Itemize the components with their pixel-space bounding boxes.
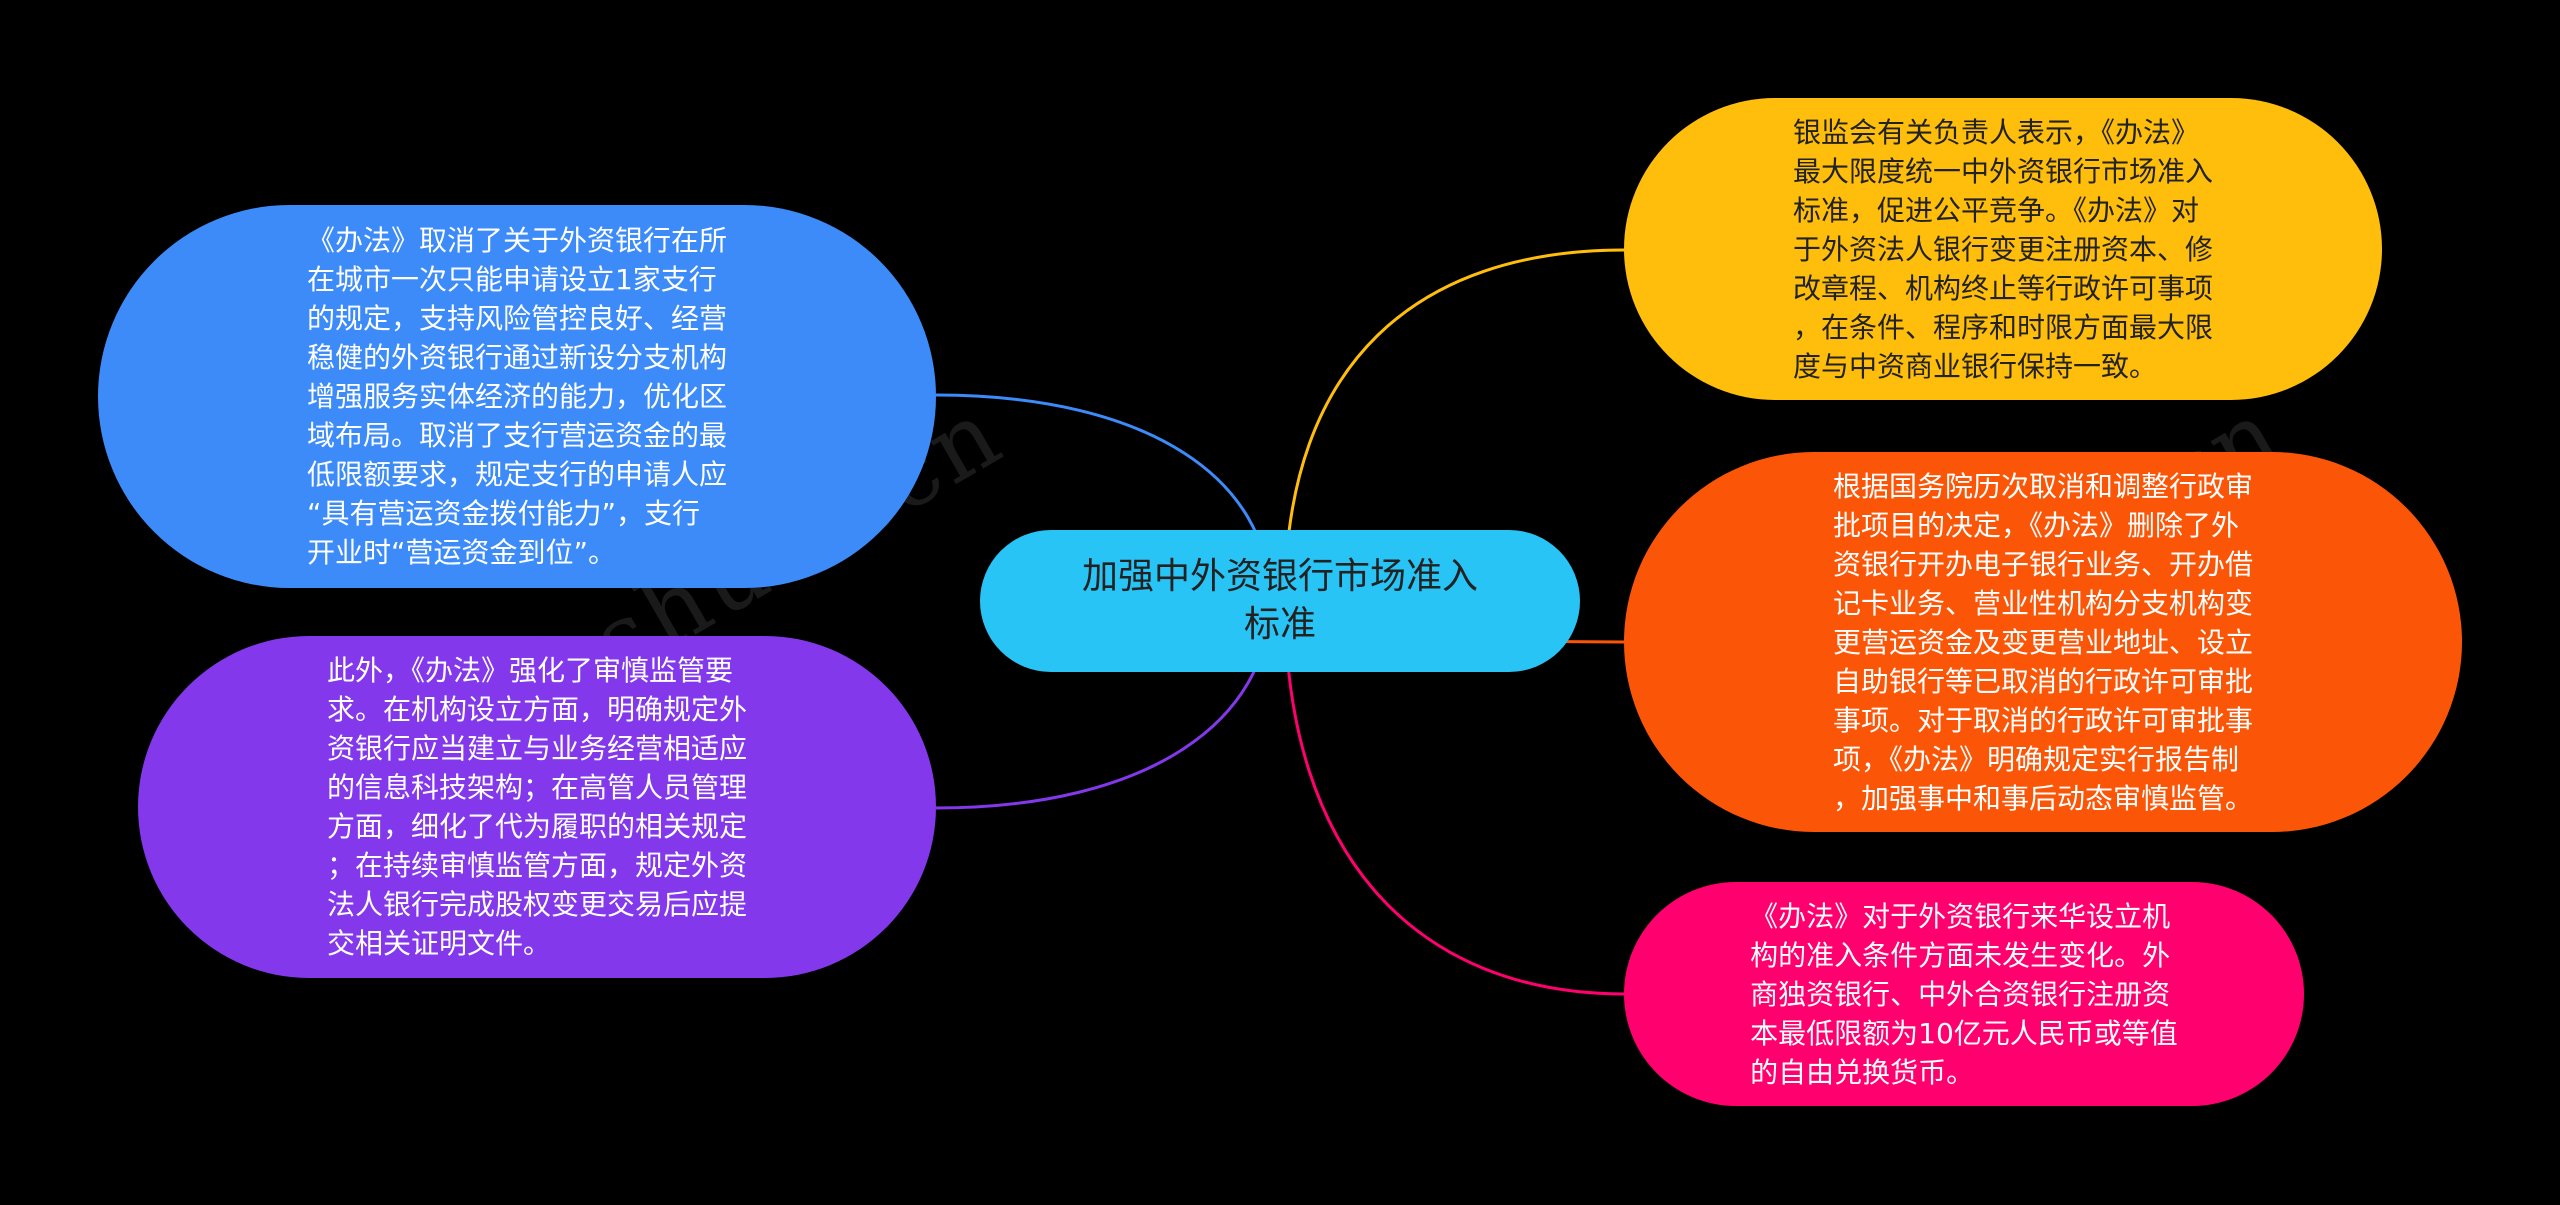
- central-topic-label: 加强中外资银行市场准入 标准: [1081, 556, 1478, 645]
- connector-yellow: [1283, 248, 1625, 601]
- branch-node-yellow[interactable]: 银监会有关负责人表示，《办法》 最大限度统一中外资银行市场准入 标准，促进公平竞…: [1624, 98, 2382, 400]
- branch-node-blue[interactable]: 《办法》取消了关于外资银行在所 在城市一次只能申请设立1家支行 的规定，支持风险…: [98, 205, 936, 588]
- branch-node-pink[interactable]: 《办法》对于外资银行来华设立机 构的准入条件方面未发生变化。外 商独资银行、中外…: [1624, 882, 2304, 1106]
- branch-node-purple[interactable]: 此外，《办法》强化了审慎监管要 求。在机构设立方面，明确规定外 资银行应当建立与…: [138, 636, 936, 978]
- branch-node-orange[interactable]: 根据国务院历次取消和调整行政审 批项目的决定，《办法》删除了外 资银行开办电子银…: [1624, 452, 2462, 832]
- branch-text-pink: 《办法》对于外资银行来华设立机 构的准入条件方面未发生变化。外 商独资银行、中外…: [1750, 899, 2178, 1089]
- branch-text-orange: 根据国务院历次取消和调整行政审 批项目的决定，《办法》删除了外 资银行开办电子银…: [1832, 469, 2253, 815]
- branch-text-yellow: 银监会有关负责人表示，《办法》 最大限度统一中外资银行市场准入 标准，促进公平竞…: [1792, 115, 2213, 383]
- connector-pink: [1283, 599, 1625, 996]
- branch-text-purple: 此外，《办法》强化了审慎监管要 求。在机构设立方面，明确规定外 资银行应当建立与…: [326, 654, 747, 960]
- central-topic-node[interactable]: 加强中外资银行市场准入 标准: [980, 530, 1580, 672]
- branch-text-blue: 《办法》取消了关于外资银行在所 在城市一次只能申请设立1家支行 的规定，支持风险…: [306, 224, 727, 569]
